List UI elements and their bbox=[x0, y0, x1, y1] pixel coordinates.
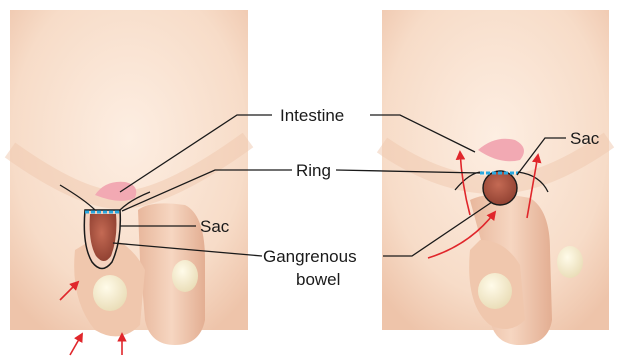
right-testis-2 bbox=[557, 246, 583, 278]
right-gangrenous-bowel bbox=[483, 171, 517, 205]
label-intestine: Intestine bbox=[280, 106, 344, 125]
label-sac-left: Sac bbox=[200, 217, 230, 236]
label-sac-right: Sac bbox=[570, 129, 600, 148]
label-gangrenous: Gangrenous bbox=[263, 247, 357, 266]
right-testis-1 bbox=[478, 273, 512, 309]
left-illustration bbox=[10, 10, 248, 355]
label-bowel: bowel bbox=[296, 270, 340, 289]
left-arrow-2 bbox=[70, 334, 82, 355]
left-testis-1 bbox=[93, 275, 127, 311]
label-ring: Ring bbox=[296, 161, 331, 180]
left-testis-2 bbox=[172, 260, 198, 292]
right-illustration bbox=[382, 10, 609, 345]
